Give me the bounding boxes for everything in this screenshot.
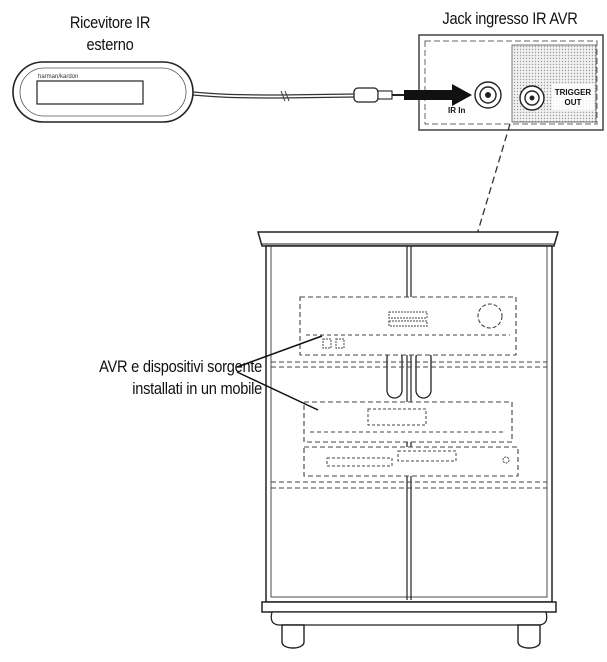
avr-label-line1: AVR e dispositivi sorgente	[99, 357, 262, 376]
avr-label-line2: installati in un mobile	[132, 379, 262, 398]
ir-cable	[192, 87, 404, 103]
trigger-out-area	[511, 44, 597, 123]
ir-in-label: IR In	[448, 106, 465, 115]
label-pointers	[236, 335, 323, 411]
trigger-out-label-line2: OUT	[565, 98, 582, 107]
panel-leader-line	[457, 123, 511, 299]
ir-in-jack	[474, 81, 502, 109]
trigger-out-jack	[519, 85, 545, 111]
source-device-1	[303, 401, 513, 443]
receiver-window	[36, 80, 144, 105]
cable-plug	[353, 87, 379, 103]
avr-jack-panel: IR In TRIGGER OUT	[404, 34, 604, 131]
receiver-label: Ricevitore IR esterno	[50, 12, 170, 56]
cabinet-shelves	[271, 361, 547, 489]
trigger-out-label-line1: TRIGGER	[555, 88, 592, 97]
right-door-handle	[415, 349, 432, 399]
left-door-handle	[386, 349, 403, 399]
receiver-brand-text: harman/kardon	[38, 74, 78, 80]
source-device-2	[303, 446, 519, 477]
receiver-label-line2: esterno	[86, 35, 134, 54]
receiver-label-line1: Ricevitore IR	[69, 13, 151, 32]
avr-cabinet-label: AVR e dispositivi sorgente installati in…	[47, 356, 262, 400]
insert-arrow	[404, 84, 472, 106]
avr-unit	[299, 296, 517, 356]
jack-label: Jack ingresso IR AVR	[442, 9, 578, 28]
ir-receiver-device: harman/kardon	[12, 61, 194, 123]
